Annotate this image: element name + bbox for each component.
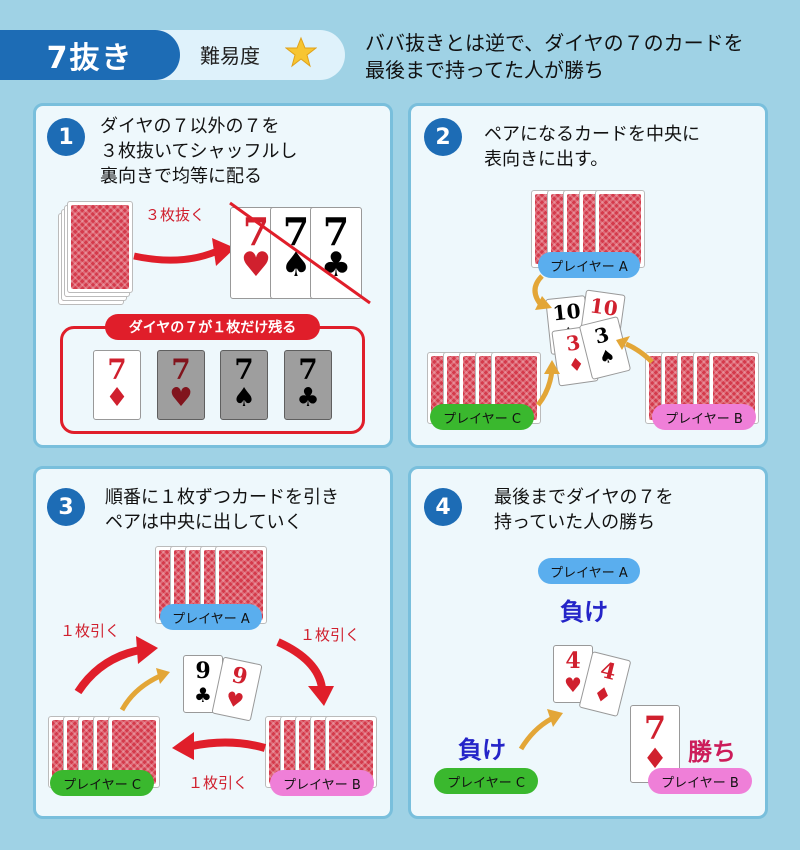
- win-label: 勝ち: [688, 738, 736, 766]
- remaining-card: 7♥: [157, 350, 205, 420]
- winner-card: 7♦: [630, 705, 680, 783]
- gold-arrows: [532, 274, 654, 407]
- step-3-text: 順番に１枚ずつカードを引き ペアは中央に出していく: [105, 487, 339, 533]
- difficulty-label: 難易度: [200, 44, 260, 68]
- strike-line: [229, 201, 371, 305]
- player-b-tag: プレイヤー B: [652, 404, 756, 430]
- step-number-3: 3: [47, 488, 85, 526]
- star-icon: [285, 36, 317, 68]
- red-arrows: [74, 636, 334, 760]
- draw-label-bottom: １枚引く: [188, 774, 249, 792]
- pull-three-label: ３枚抜く: [145, 206, 206, 224]
- step-number-2: 2: [424, 118, 462, 156]
- step-number-4: 4: [424, 488, 462, 526]
- step-4-text: 最後までダイヤの７を 持っていた人の勝ち: [494, 487, 674, 533]
- page-title: 7抜き: [0, 30, 180, 80]
- draw-label-right: １枚引く: [300, 626, 361, 644]
- player-c-tag: プレイヤー C: [430, 404, 534, 430]
- header-description: ババ抜きとは逆で、ダイヤの７のカードを 最後まで持ってた人が勝ち: [365, 31, 744, 82]
- step-number-1: 1: [47, 118, 85, 156]
- panel-step-4: [408, 466, 768, 819]
- remaining-card: 7♦: [93, 350, 141, 420]
- remaining-card: 7♠: [220, 350, 268, 420]
- remaining-card: 7♣: [284, 350, 332, 420]
- player-b-tag: プレイヤー B: [270, 770, 374, 796]
- lose-label-a: 負け: [560, 598, 608, 626]
- lose-label-c: 負け: [458, 736, 506, 764]
- player-c-tag: プレイヤー C: [434, 768, 538, 794]
- draw-label-left: １枚引く: [60, 622, 121, 640]
- player-b-tag: プレイヤー B: [648, 768, 752, 794]
- removed-card: 7♣: [310, 207, 362, 299]
- step-2-text: ペアになるカードを中央に 表向きに出す。: [484, 124, 700, 170]
- player-a-tag: プレイヤー A: [538, 252, 640, 278]
- player-c-tag: プレイヤー C: [50, 770, 154, 796]
- remaining-label: ダイヤの７が１枚だけ残る: [105, 314, 320, 340]
- player-a-tag: プレイヤー A: [538, 558, 640, 584]
- gold-arrow-icon: [518, 709, 563, 751]
- center-card: 9♣: [183, 655, 223, 713]
- step-1-text: ダイヤの７以外の７を ３枚抜いてシャッフルし 裏向きで均等に配る: [100, 116, 298, 187]
- player-a-tag: プレイヤー A: [160, 604, 262, 630]
- red-arrow-icon: [133, 238, 235, 266]
